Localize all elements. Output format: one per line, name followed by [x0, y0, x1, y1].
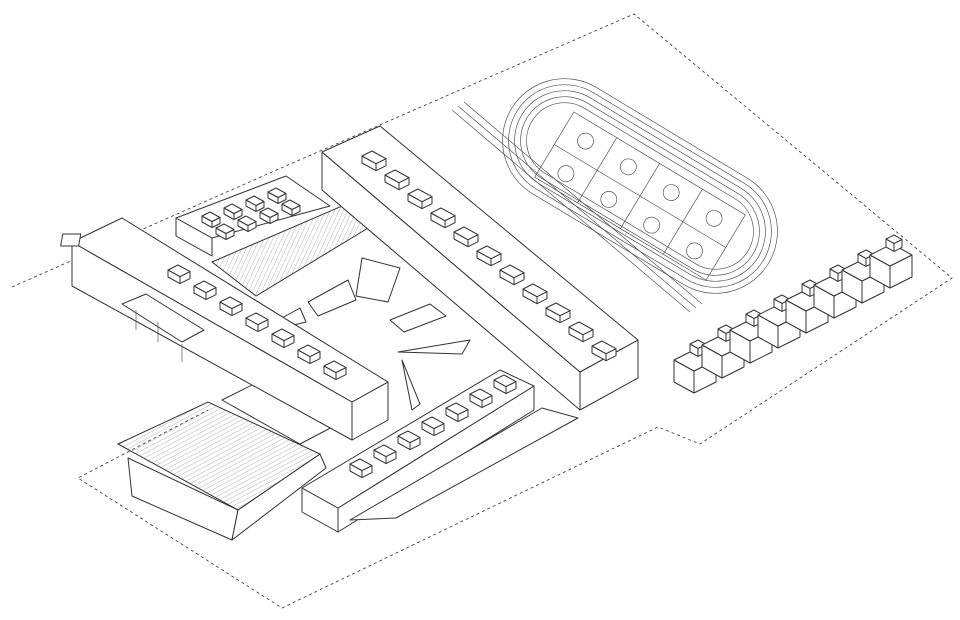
- dormitory-block: [869, 243, 913, 289]
- roof-box: [267, 187, 287, 204]
- entrance-canopy: [121, 293, 205, 362]
- roof-box: [193, 280, 217, 301]
- roof-box: [373, 444, 397, 465]
- roof-box: [271, 328, 295, 349]
- roof-box: [430, 207, 456, 229]
- dormitory-blocks: [673, 234, 913, 394]
- ramp-plinth: [349, 407, 579, 521]
- site-boundary: [11, 13, 953, 609]
- gymnasium: [116, 401, 327, 541]
- roof-box: [219, 296, 243, 317]
- roof-box: [384, 169, 410, 191]
- roof-box: [223, 203, 243, 220]
- roof-box: [259, 207, 279, 224]
- roof-box: [297, 344, 321, 365]
- roof-box: [453, 226, 479, 248]
- roof-box: [323, 360, 347, 381]
- roof-boxes: [167, 150, 617, 479]
- running-track: [502, 78, 778, 294]
- roof-box: [522, 283, 548, 305]
- roof-box: [215, 223, 235, 240]
- roof-box: [493, 374, 517, 395]
- basketball-courts: [534, 111, 746, 281]
- roof-box: [361, 150, 387, 172]
- roof-box: [237, 215, 257, 232]
- courtyard-planters: [281, 257, 471, 411]
- roof-box: [421, 416, 445, 437]
- roof-box: [167, 264, 191, 285]
- sprint-lanes: [451, 101, 703, 313]
- roof-box: [591, 340, 617, 362]
- roof-box: [407, 188, 433, 210]
- roof-box: [245, 195, 265, 212]
- roof-box: [281, 199, 301, 216]
- roof-box: [476, 245, 502, 267]
- dormitory-roof-box: [885, 234, 903, 252]
- roof-box: [349, 458, 373, 479]
- west-classroom-wing: [60, 217, 389, 441]
- roof-box: [397, 430, 421, 451]
- roof-box: [469, 388, 493, 409]
- roof-box: [201, 211, 221, 228]
- roof-box: [499, 264, 525, 286]
- roof-box: [445, 402, 469, 423]
- roof-box: [545, 302, 571, 324]
- roof-box: [245, 312, 269, 333]
- roof-box: [568, 321, 594, 343]
